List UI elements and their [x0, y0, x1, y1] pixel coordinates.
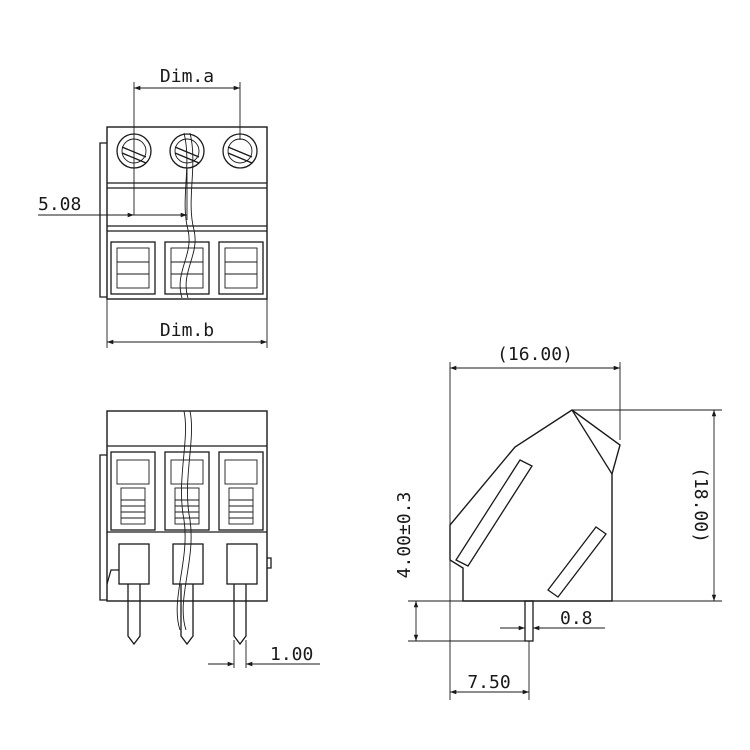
side-pin	[524, 600, 534, 642]
wire-entry-3	[218, 241, 264, 295]
pin-offset-label: 7.50	[467, 672, 510, 693]
side-view-outline	[449, 409, 621, 602]
height-label: (18.00)	[690, 467, 711, 543]
pin-length-label: 4.00±0.3	[394, 492, 415, 579]
pin-thickness-label: 0.8	[560, 608, 593, 629]
screw-slot	[547, 526, 607, 598]
side-view: (16.00) (18.00) 4.00±0.3 0.8 7.50	[394, 344, 722, 700]
dim-a-label: Dim.a	[160, 66, 214, 87]
top-break-line	[185, 132, 196, 299]
pin-2	[180, 584, 194, 646]
clamp-1	[106, 451, 156, 585]
screw-3	[222, 133, 258, 169]
front-break-line	[182, 410, 192, 631]
pin-1	[127, 584, 141, 646]
top-view: Dim.a 5.08 Dim.b	[38, 66, 268, 348]
clamp-2	[164, 451, 210, 585]
dim-b-label: Dim.b	[160, 320, 214, 341]
front-view: 1.00	[99, 410, 320, 668]
pin-3	[233, 584, 247, 646]
wire-entry-1	[110, 241, 156, 295]
pin-width-label: 1.00	[270, 644, 313, 665]
pitch-label: 5.08	[38, 194, 81, 215]
wire-slot	[455, 459, 533, 567]
clamp-3	[218, 451, 264, 585]
width-label: (16.00)	[497, 344, 573, 365]
